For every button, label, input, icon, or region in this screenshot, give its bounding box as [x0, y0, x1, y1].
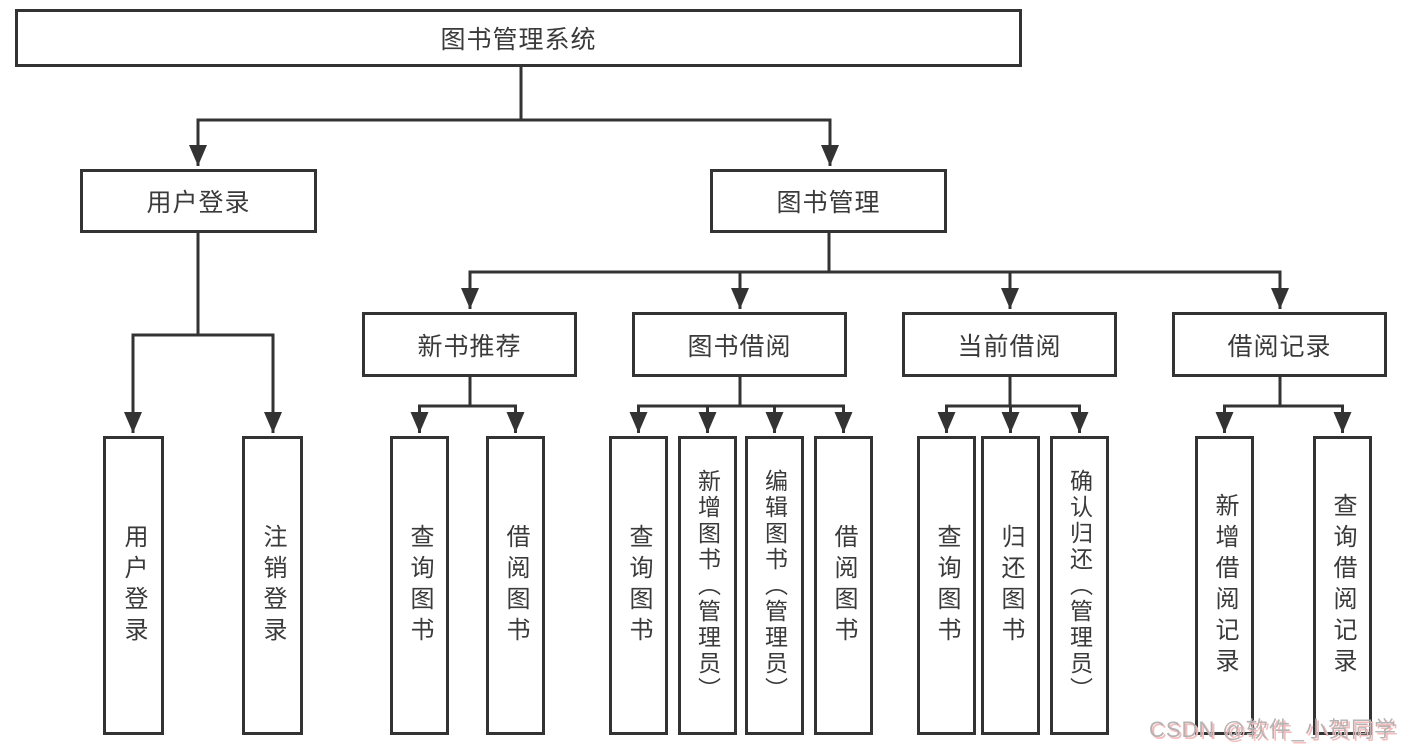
leaf-query-books-borrow: 查询图书 [609, 436, 668, 735]
node-book-management-label: 图书管理 [776, 189, 881, 217]
leaf-edit-book-admin-label: 编辑图书（管理员） [761, 468, 788, 703]
leaf-logout-label: 注销登录 [259, 523, 286, 648]
leaf-query-books-current: 查询图书 [917, 436, 976, 735]
node-current-borrow-label: 当前借阅 [957, 332, 1062, 361]
leaf-query-books-recommend-label: 查询图书 [406, 523, 433, 648]
leaf-query-books-current-label: 查询图书 [933, 523, 960, 648]
leaf-confirm-return-admin: 确认归还（管理员） [1050, 436, 1109, 735]
node-borrow-records: 借阅记录 [1172, 312, 1387, 377]
leaf-add-book-admin: 新增图书（管理员） [678, 436, 737, 735]
leaf-add-borrow-record: 新增借阅记录 [1195, 436, 1254, 735]
node-book-management: 图书管理 [710, 169, 947, 233]
node-library-system: 图书管理系统 [15, 9, 1022, 67]
leaf-add-book-admin-label: 新增图书（管理员） [694, 468, 721, 703]
node-user-login: 用户登录 [80, 169, 317, 233]
node-library-system-label: 图书管理系统 [440, 26, 597, 54]
leaf-return-books: 归还图书 [981, 436, 1040, 735]
leaf-user-login-label: 用户登录 [120, 523, 147, 648]
leaf-query-borrow-record: 查询借阅记录 [1313, 436, 1372, 735]
node-new-book-recommend-label: 新书推荐 [417, 332, 522, 361]
leaf-logout: 注销登录 [242, 436, 303, 735]
node-borrow-records-label: 借阅记录 [1227, 332, 1332, 361]
leaf-edit-book-admin: 编辑图书（管理员） [745, 436, 804, 735]
node-current-borrow: 当前借阅 [902, 312, 1117, 377]
leaf-query-books-borrow-label: 查询图书 [625, 523, 652, 648]
node-book-borrow-label: 图书借阅 [687, 332, 792, 361]
leaf-user-login: 用户登录 [103, 436, 164, 735]
leaf-borrow-books-label: 借阅图书 [830, 523, 857, 648]
leaf-add-borrow-record-label: 新增借阅记录 [1211, 492, 1238, 679]
csdn-watermark: CSDN @软件_小贺同学 [1148, 717, 1397, 742]
leaf-return-books-label: 归还图书 [997, 523, 1024, 648]
leaf-borrow-books-recommend: 借阅图书 [486, 436, 545, 735]
node-book-borrow: 图书借阅 [632, 312, 847, 377]
node-user-login-label: 用户登录 [146, 189, 251, 217]
leaf-borrow-books: 借阅图书 [814, 436, 873, 735]
leaf-query-books-recommend: 查询图书 [390, 436, 449, 735]
leaf-borrow-books-recommend-label: 借阅图书 [502, 523, 529, 648]
leaf-query-borrow-record-label: 查询借阅记录 [1329, 492, 1356, 679]
leaf-confirm-return-admin-label: 确认归还（管理员） [1066, 468, 1093, 703]
node-new-book-recommend: 新书推荐 [362, 312, 577, 377]
